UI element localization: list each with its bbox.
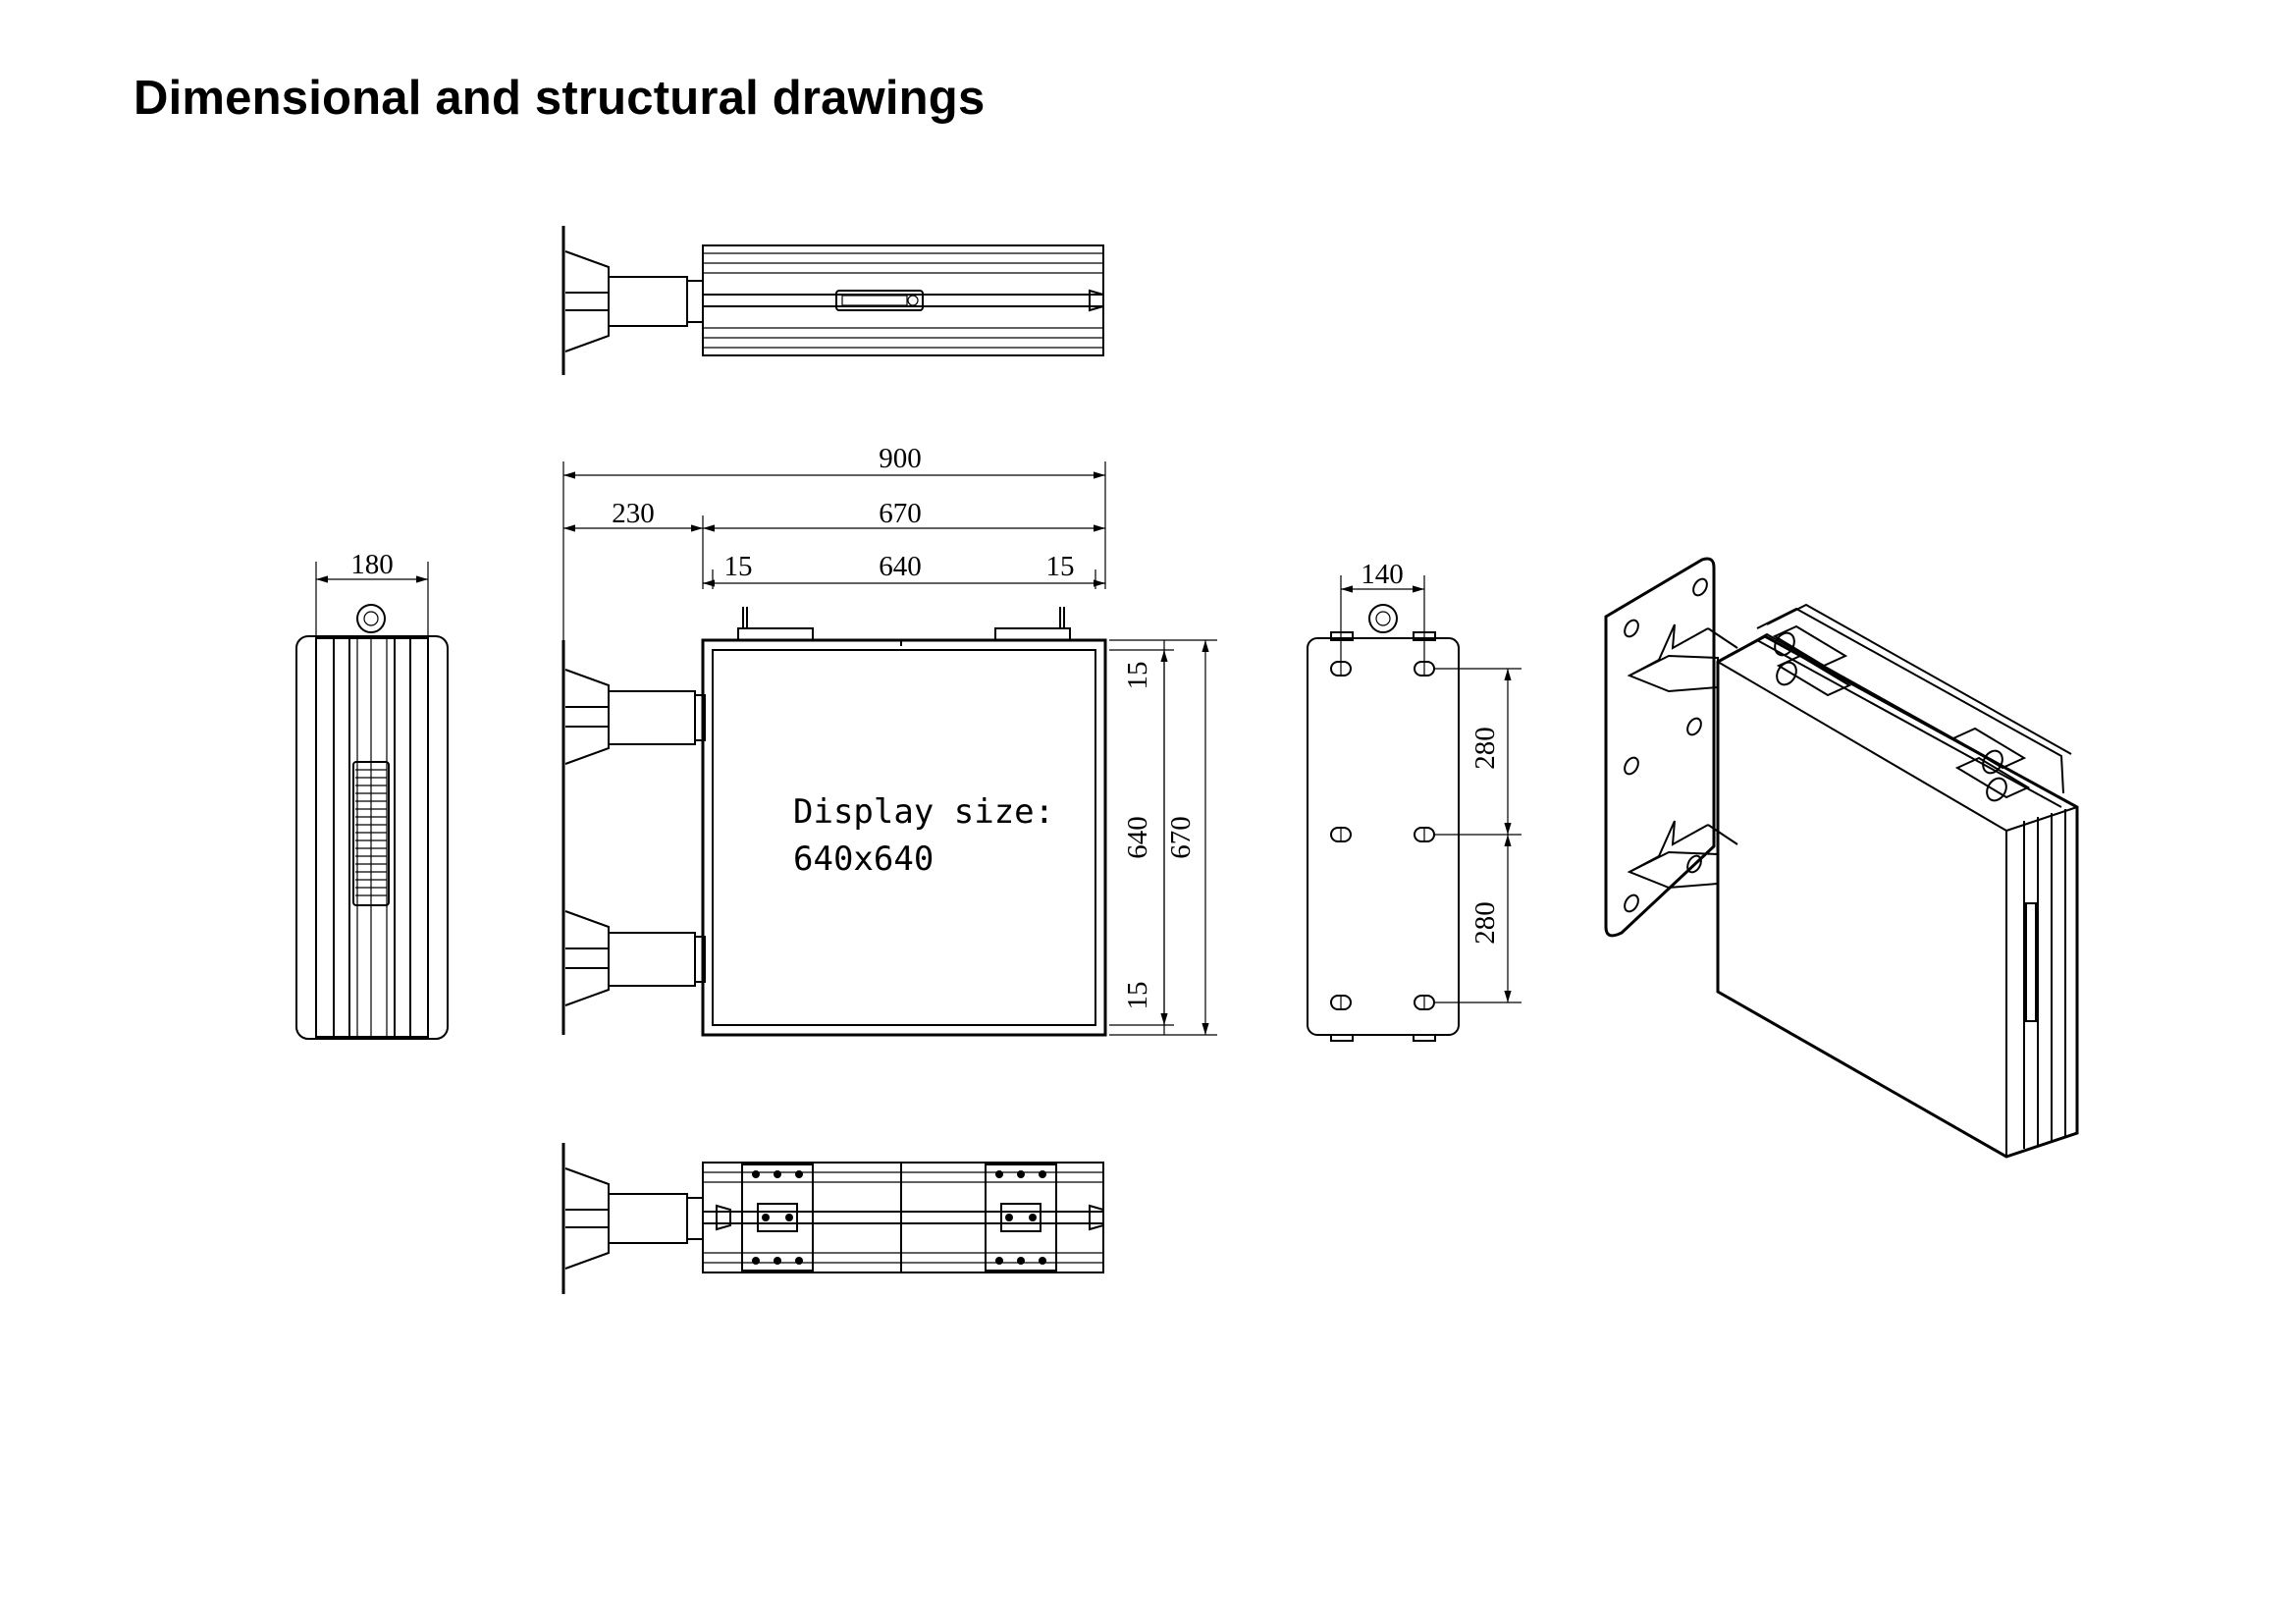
dim-back-hole-spacing-h: 140 <box>1361 559 1404 590</box>
dim-top-border: 15 <box>1122 662 1153 690</box>
dim-display-height: 640 <box>1122 816 1153 859</box>
bottom-view <box>561 1143 1104 1294</box>
dim-bottom-border: 15 <box>1122 982 1153 1010</box>
back-view: 140 280 280 <box>1307 559 1522 1042</box>
dim-cabinet-height: 670 <box>1165 816 1197 859</box>
dim-right-border: 15 <box>1046 551 1075 582</box>
front-view: Display size: 640x640 900 230 670 15 640… <box>561 443 1217 1037</box>
top-view <box>561 226 1104 375</box>
dim-cabinet-width: 670 <box>879 498 922 529</box>
dim-back-hole-spacing-v2: 280 <box>1469 901 1501 945</box>
display-size-value: 640x640 <box>793 839 934 879</box>
dim-bracket-depth: 230 <box>612 498 655 529</box>
isometric-view <box>1604 557 2079 1159</box>
side-view: 180 <box>295 549 449 1040</box>
display-size-label: Display size: <box>793 792 1054 832</box>
dim-display-width: 640 <box>879 551 922 582</box>
dim-overall-width: 900 <box>879 443 922 474</box>
dim-side-depth: 180 <box>350 549 394 580</box>
page-title: Dimensional and structural drawings <box>133 72 986 125</box>
dim-left-border: 15 <box>724 551 753 582</box>
dim-back-hole-spacing-v1: 280 <box>1469 727 1501 770</box>
